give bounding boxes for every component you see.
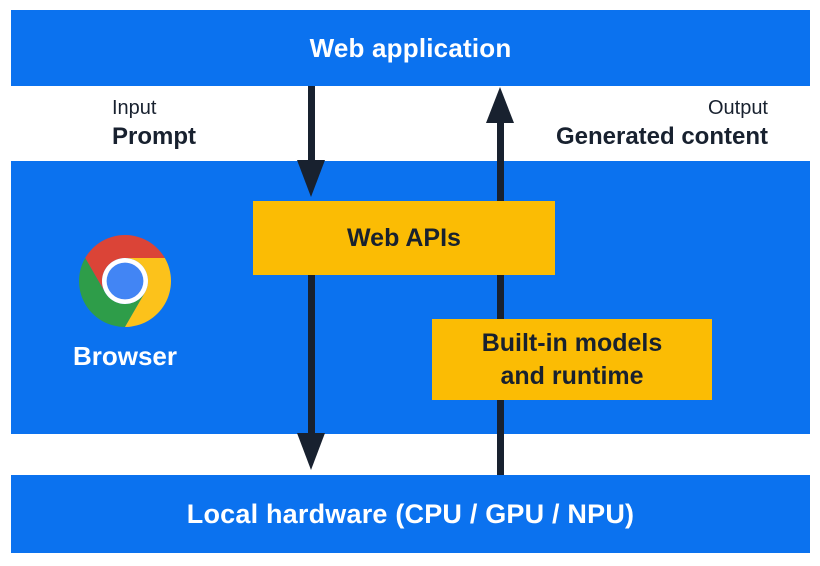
input-label-block: Input Prompt xyxy=(112,97,196,151)
local-hardware-bar: Local hardware (CPU / GPU / NPU) xyxy=(11,475,810,553)
prompt-arrow-line-lower xyxy=(308,275,315,437)
output-arrow-line-upper xyxy=(497,121,504,201)
browser-label: Browser xyxy=(72,341,178,371)
builtin-models-box: Built-in models and runtime xyxy=(432,319,712,400)
output-value-generated-content: Generated content xyxy=(555,123,768,150)
web-application-bar: Web application xyxy=(11,10,810,86)
output-arrow-line-middle xyxy=(497,275,504,319)
web-application-label: Web application xyxy=(309,32,512,63)
web-apis-box: Web APIs xyxy=(253,201,555,275)
builtin-models-label-line2: and runtime xyxy=(500,361,644,390)
output-arrow-head-into-web-application xyxy=(486,87,514,123)
prompt-arrow-head-into-web-apis xyxy=(297,160,325,197)
output-title: Output xyxy=(707,97,768,119)
web-apis-label: Web APIs xyxy=(347,223,461,252)
prompt-arrow-head-into-hardware xyxy=(297,433,325,470)
input-title: Input xyxy=(112,97,157,119)
browser-identity: Browser xyxy=(50,235,200,372)
chrome-logo-icon xyxy=(79,235,171,327)
input-value-prompt: Prompt xyxy=(112,123,196,150)
output-label-block: Output Generated content xyxy=(556,97,768,151)
prompt-arrow-line-upper xyxy=(308,86,315,162)
output-arrow-line-lower xyxy=(497,400,504,475)
local-hardware-label: Local hardware (CPU / GPU / NPU) xyxy=(186,498,635,529)
builtin-models-label-line1: Built-in models xyxy=(481,328,663,357)
